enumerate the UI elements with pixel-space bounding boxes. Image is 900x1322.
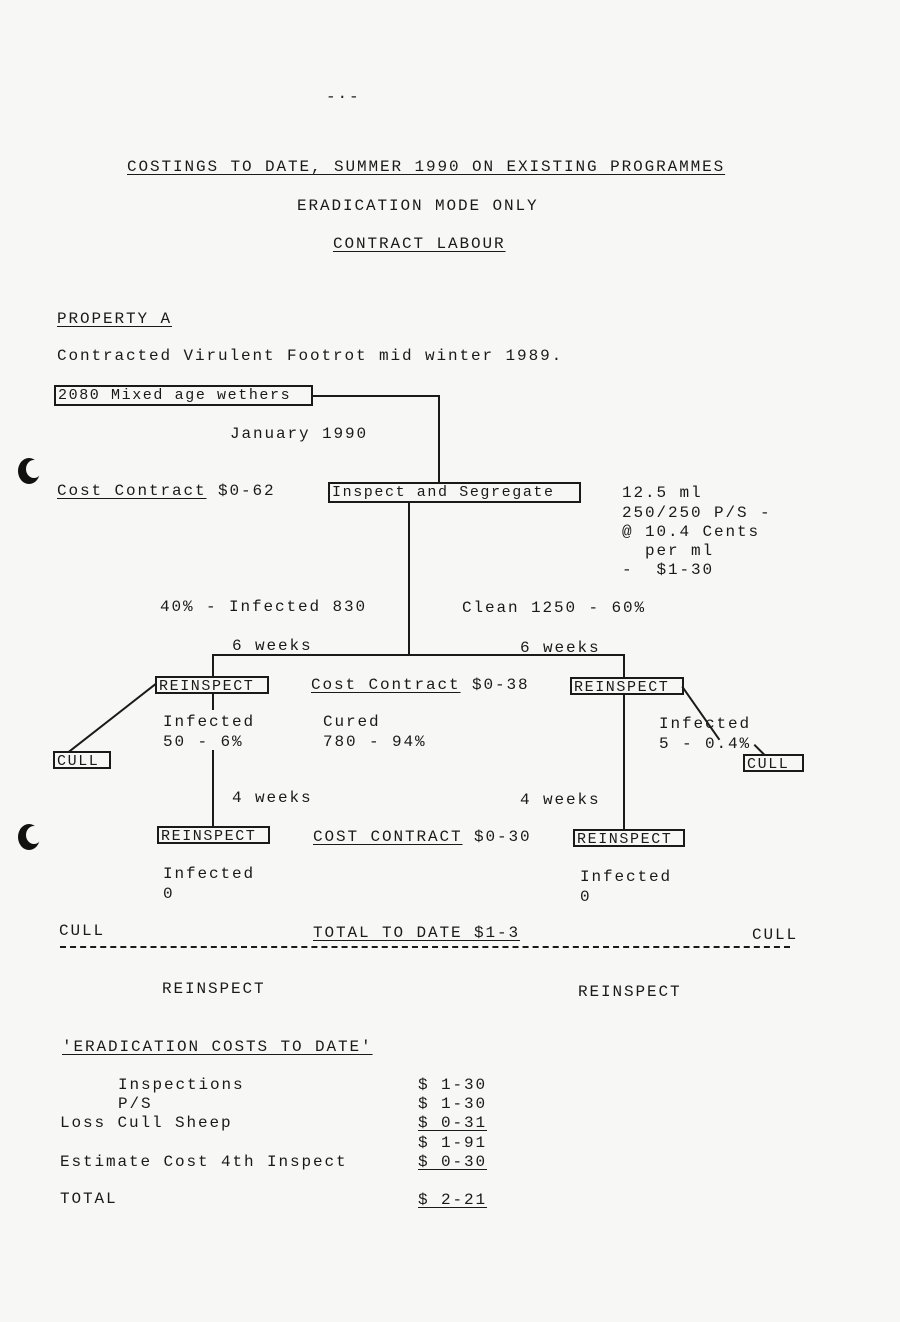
cull-box: CULL — [53, 751, 111, 769]
cost-contract-3: COST CONTRACT $0-30 — [313, 828, 532, 847]
connector — [212, 694, 214, 710]
reinspect-label: REINSPECT — [578, 983, 682, 1001]
cost-row-amount: $ 1-30 — [418, 1095, 488, 1113]
cost-row-label: P/S — [118, 1095, 153, 1113]
cost-value: $0-62 — [206, 482, 276, 500]
connector — [438, 395, 440, 483]
weeks-label: 4 weeks — [232, 789, 313, 807]
reinspect-box: REINSPECT — [570, 677, 684, 695]
cull-label: CULL — [752, 926, 799, 944]
punch-hole — [18, 458, 42, 484]
punch-hole — [18, 824, 42, 850]
right-infected-label: Infected — [659, 715, 752, 733]
right-infected-value: 5 - 0.4% — [659, 735, 752, 753]
left-infected-label: Infected — [163, 713, 256, 731]
page-title: COSTINGS TO DATE, SUMMER 1990 ON EXISTIN… — [127, 158, 726, 176]
left-infected-value: 0 — [163, 885, 175, 903]
start-box: 2080 Mixed age wethers — [54, 385, 313, 406]
note-line: 12.5 ml — [622, 484, 703, 502]
cured-label: Cured — [323, 713, 381, 731]
reinspect-box: REINSPECT — [155, 676, 269, 694]
weeks-label: 4 weeks — [520, 791, 601, 809]
note-line: - $1-30 — [622, 561, 715, 579]
date-label: January 1990 — [230, 425, 369, 443]
property-name: PROPERTY A — [57, 310, 173, 328]
connector — [408, 503, 410, 656]
connector — [312, 395, 440, 397]
weeks-label: 6 weeks — [232, 637, 313, 655]
cured-value: 780 - 94% — [323, 733, 427, 751]
section-heading: CONTRACT LABOUR — [333, 235, 506, 253]
cost-label: Cost Contract — [311, 676, 461, 694]
inspect-segregate-box: Inspect and Segregate — [328, 482, 581, 503]
dashed-divider — [60, 946, 790, 948]
clean-split: Clean 1250 - 60% — [462, 599, 647, 617]
weeks-label: 6 weeks — [520, 639, 601, 657]
cull-label: CULL — [59, 922, 106, 940]
cost-contract-1: Cost Contract $0-62 — [57, 482, 276, 501]
infected-split: 40% - Infected 830 — [160, 598, 368, 616]
cost-row-subtotal: $ 1-91 — [418, 1134, 488, 1152]
cost-row-amount: $ 1-30 — [418, 1076, 488, 1094]
cost-label: Cost Contract — [57, 482, 207, 500]
total-label: TOTAL — [60, 1190, 118, 1208]
connector — [68, 683, 156, 753]
note-line: @ 10.4 Cents — [622, 523, 761, 541]
connector — [212, 750, 214, 827]
reinspect-box: REINSPECT — [573, 829, 685, 847]
right-infected-value: 0 — [580, 888, 592, 906]
property-description: Contracted Virulent Footrot mid winter 1… — [57, 347, 564, 365]
stray-mark: -·- — [326, 88, 361, 106]
cost-contract-2: Cost Contract $0-38 — [311, 676, 530, 695]
left-infected-value: 50 - 6% — [163, 733, 244, 751]
right-infected-label: Infected — [580, 868, 673, 886]
reinspect-box: REINSPECT — [157, 826, 270, 844]
cost-row-amount: $ 0-30 — [418, 1153, 488, 1171]
cost-row-label: Inspections — [118, 1076, 245, 1094]
cull-box: CULL — [743, 754, 804, 772]
cost-row-amount: $ 0-31 — [418, 1114, 488, 1132]
cost-value: $0-30 — [462, 828, 532, 846]
total-to-date: TOTAL TO DATE $1-3 — [313, 924, 521, 942]
connector — [623, 695, 625, 829]
cost-row-label: Estimate Cost 4th Inspect — [60, 1153, 348, 1171]
left-infected-label: Infected — [163, 865, 256, 883]
reinspect-label: REINSPECT — [162, 980, 266, 998]
connector — [212, 654, 214, 677]
costs-heading: 'ERADICATION COSTS TO DATE' — [62, 1038, 373, 1056]
note-line: per ml — [622, 542, 715, 560]
connector — [623, 654, 625, 678]
note-line: 250/250 P/S - — [622, 504, 772, 522]
page-subtitle: ERADICATION MODE ONLY — [297, 197, 539, 215]
cost-row-label: Loss Cull Sheep — [60, 1114, 233, 1132]
cost-label: COST CONTRACT — [313, 828, 463, 846]
cost-value: $0-38 — [460, 676, 530, 694]
connector — [212, 654, 625, 656]
total-amount: $ 2-21 — [418, 1191, 488, 1209]
